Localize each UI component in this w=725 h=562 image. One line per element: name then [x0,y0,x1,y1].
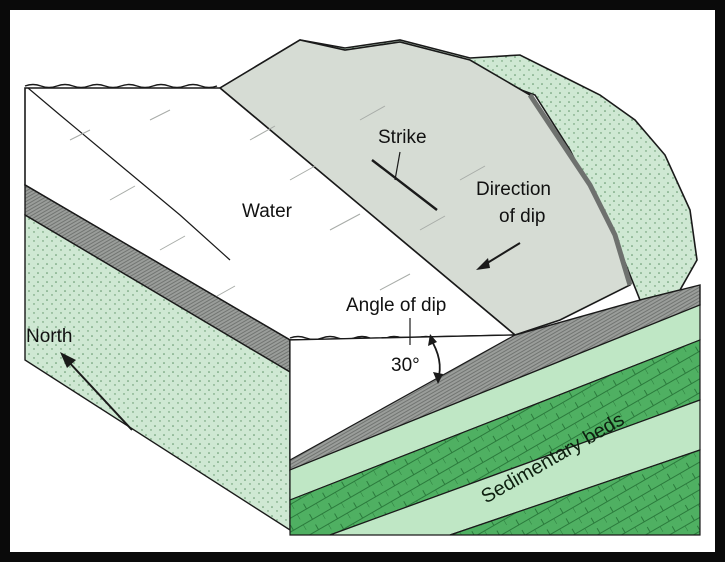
strike-line [371,159,438,211]
diagram-frame-inner [8,8,717,554]
north-arrow [66,359,133,431]
direction-label-line1: Direction [476,179,551,200]
strike-leader [394,151,401,181]
strike-label: Strike [378,127,427,148]
angle-value-label: 30° [391,355,420,376]
sedimentary-bed-bottom [449,449,701,536]
dip-direction-arrow [483,242,521,266]
front-face-white [289,334,516,462]
direction-label-line2: of dip [499,206,546,227]
north-label: North [26,326,73,347]
water-label: Water [242,201,292,222]
angle-of-dip-label: Angle of dip [346,295,447,316]
